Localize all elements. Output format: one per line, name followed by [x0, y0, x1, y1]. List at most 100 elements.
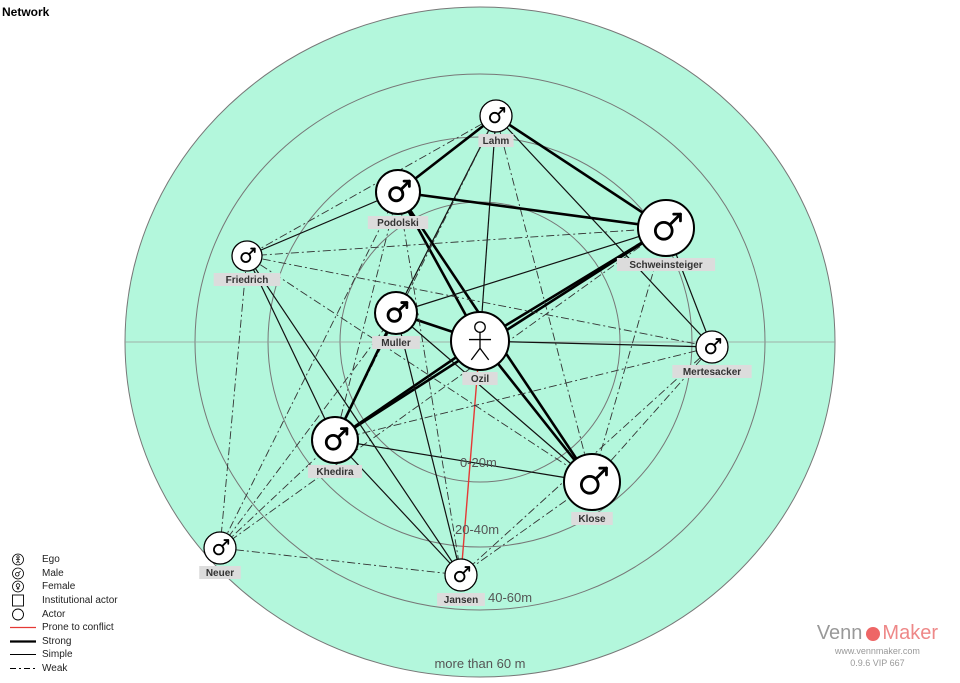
edge-simple — [246, 191, 399, 257]
label-background — [367, 216, 429, 229]
label-background — [372, 336, 420, 349]
actor-circle — [695, 330, 729, 364]
legend-label: Prone to conflict — [42, 622, 114, 634]
edge-weak — [334, 191, 399, 441]
label-background — [307, 465, 363, 478]
edge-weak — [246, 227, 667, 257]
edge-simple — [479, 115, 497, 342]
brand-url: www.vennmaker.com — [834, 646, 920, 656]
brand-dot-icon — [866, 626, 881, 641]
actor-label: Lahm — [483, 136, 510, 147]
edge-strong — [397, 190, 667, 230]
actor-node-ozil[interactable]: Ozil — [450, 311, 510, 385]
legend-label: Female — [42, 581, 76, 593]
actor-circle — [444, 558, 478, 592]
label-background — [199, 566, 241, 579]
actor-circle — [637, 199, 695, 257]
label-background — [462, 372, 498, 385]
edge-simple — [334, 439, 593, 483]
actor-label: Neuer — [206, 568, 234, 579]
edge-simple — [334, 439, 462, 576]
page-title: Network — [2, 5, 50, 19]
ego-icon — [10, 553, 36, 566]
edge-weak — [219, 312, 397, 549]
edge-weak — [219, 255, 248, 549]
legend-item: Simple — [10, 648, 118, 662]
male-icon — [240, 247, 256, 263]
actor-node-friedrich[interactable]: Friedrich — [213, 240, 281, 286]
stick-figure-icon — [468, 321, 492, 361]
actor-label: Jansen — [444, 595, 478, 606]
male-icon — [579, 466, 608, 495]
ring-label: 20-40m — [455, 522, 499, 537]
legend-label: Simple — [42, 649, 73, 661]
edge-weak — [246, 255, 713, 348]
actor-label: Friedrich — [226, 275, 269, 286]
actor-label: Ozil — [471, 374, 490, 385]
actor-label: Podolski — [377, 218, 419, 229]
edge-simple — [395, 312, 462, 576]
brand-version: 0.9.6 VIP 667 — [850, 658, 905, 668]
label-background — [437, 593, 485, 606]
ring-label: 40-60m — [488, 590, 532, 605]
actor-label: Muller — [381, 338, 411, 349]
weak-line — [10, 662, 36, 675]
edge-weak — [219, 439, 336, 549]
actor-label: Klose — [578, 514, 606, 525]
legend-item: Male — [10, 567, 118, 581]
label-background — [478, 134, 514, 147]
edge-weak — [246, 255, 593, 483]
legend-label: Weak — [42, 663, 68, 675]
actor-node-muller[interactable]: Muller — [372, 291, 420, 349]
actor-node-neuer[interactable]: Neuer — [199, 531, 241, 579]
ring-label: 0-20m — [460, 455, 497, 470]
actor-circle — [375, 169, 421, 215]
actor-label: Khedira — [316, 467, 354, 478]
male-icon — [213, 539, 230, 556]
male-icon — [10, 567, 36, 580]
edge-simple — [495, 115, 713, 348]
actor-nodes: LahmPodolskiSchweinsteigerFriedrichMulle… — [199, 99, 752, 606]
conflict-line — [10, 621, 36, 634]
ring-labels: 0-20m 20-40m 40-60m more than 60 m — [434, 455, 532, 671]
actor-node-lahm[interactable]: Lahm — [478, 99, 514, 147]
edge-simple — [479, 340, 713, 348]
male-icon — [653, 212, 682, 241]
actor-node-khedira[interactable]: Khedira — [307, 416, 363, 478]
vennmaker-logo: Venn Maker www.vennmaker.com 0.9.6 VIP 6… — [817, 622, 938, 669]
actor-circle — [479, 99, 513, 133]
square-icon — [10, 594, 36, 607]
edge-simple — [395, 227, 667, 314]
brand-name-venn: Venn — [816, 622, 863, 644]
legend-label: Actor — [42, 608, 66, 620]
actor-node-mertesacker[interactable]: Mertesacker — [672, 330, 752, 378]
legend-label: Institutional actor — [42, 595, 118, 607]
legend-item: Actor — [10, 607, 118, 621]
actor-node-schweinsteiger[interactable]: Schweinsteiger — [616, 199, 716, 271]
label-background — [571, 512, 613, 525]
actor-node-jansen[interactable]: Jansen — [437, 558, 485, 606]
brand-name-maker: Maker — [882, 622, 938, 644]
strong-line — [10, 635, 36, 648]
male-icon — [454, 566, 471, 583]
label-background — [672, 365, 752, 378]
edge-strong — [478, 340, 594, 483]
actor-node-podolski[interactable]: Podolski — [367, 169, 429, 229]
legend-item: Strong — [10, 635, 118, 649]
ring-label: more than 60 m — [434, 656, 525, 671]
edge-simple — [395, 312, 593, 483]
legend-label: Strong — [42, 635, 72, 647]
actor-label: Schweinsteiger — [629, 260, 702, 271]
actor-label: Mertesacker — [683, 367, 741, 378]
edge-simple — [246, 255, 462, 576]
edge-weak — [219, 191, 399, 549]
edge-weak — [495, 115, 593, 483]
male-icon — [386, 301, 409, 323]
legend-item: Ego — [10, 553, 118, 567]
actor-node-klose[interactable]: Klose — [563, 453, 621, 525]
legend-item: Weak — [10, 662, 118, 676]
legend-label: Ego — [42, 554, 60, 566]
edge-weak — [460, 481, 593, 576]
